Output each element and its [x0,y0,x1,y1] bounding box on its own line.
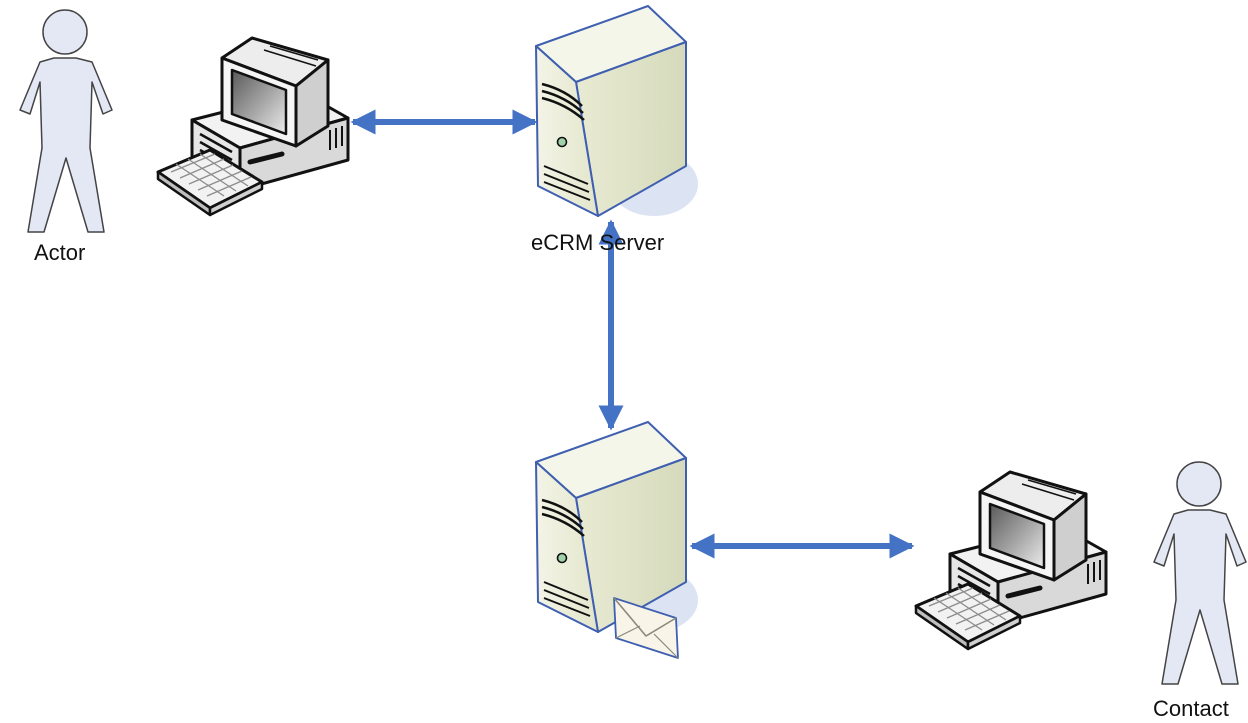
desktop-computer-icon[interactable] [158,38,348,215]
contact-label: Contact [1153,696,1229,721]
mail-server-icon[interactable] [534,420,700,659]
person-icon[interactable] [1153,461,1247,685]
actor-label: Actor [34,240,86,265]
person-icon[interactable] [19,9,113,233]
tower-server-icon[interactable] [534,4,700,218]
ecrm-server-label: eCRM Server [531,230,665,255]
envelope-icon [613,597,679,659]
desktop-computer-icon[interactable] [916,472,1106,649]
